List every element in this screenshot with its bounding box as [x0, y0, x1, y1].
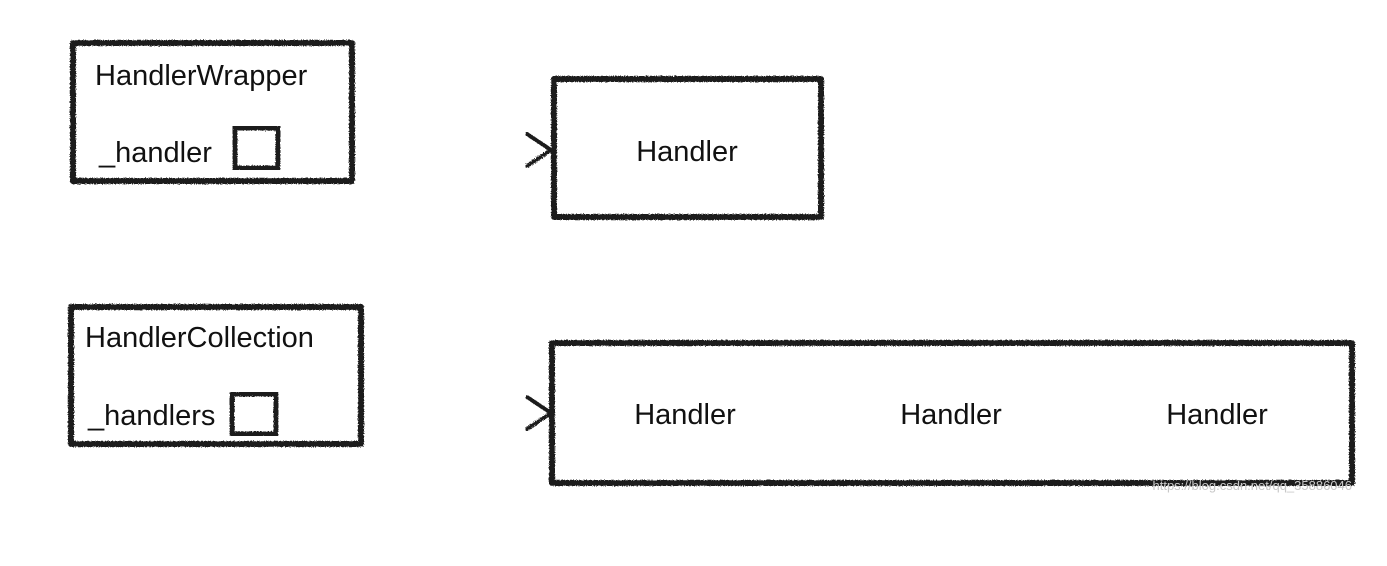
watermark-text: https://blog.csdn.net/qq_35886046 [1153, 478, 1353, 493]
single-handler-group: Handler [551, 76, 824, 220]
handler-wrapper-box [70, 40, 355, 184]
array-handler-label-3: Handler [1166, 399, 1268, 431]
single-handler-box [551, 76, 824, 220]
handler-wrapper-group: HandlerWrapper _handler [70, 40, 355, 184]
single-handler-label: Handler [636, 136, 738, 168]
handler-reference-slot [232, 125, 281, 171]
handler-wrapper-title: HandlerWrapper [95, 60, 308, 92]
handler-array-group: Handler Handler Handler [549, 340, 1355, 486]
handler-collection-title: HandlerCollection [85, 322, 314, 354]
handler-collection-box [68, 304, 364, 447]
array-handler-label-2: Handler [900, 399, 1002, 431]
handlers-field-label: _handlers [87, 400, 215, 432]
handlers-reference-slot [229, 391, 279, 437]
handler-collection-group: HandlerCollection _handlers [68, 304, 364, 447]
handler-array-box [549, 340, 1355, 486]
handler-field-label: _handler [98, 137, 212, 169]
array-handler-label-1: Handler [634, 399, 736, 431]
